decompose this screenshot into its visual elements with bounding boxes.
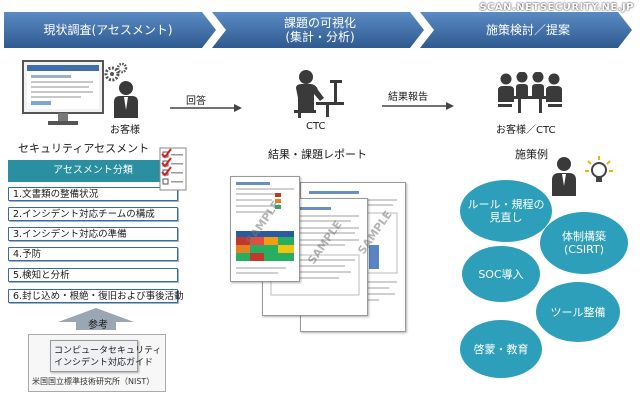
answer-label: 回答: [186, 96, 206, 107]
ctc-label: CTC: [306, 121, 326, 132]
gears-icon: [104, 62, 128, 82]
report-page-front: [230, 176, 300, 282]
bubble-csirt: 体制構築 (CSIRT): [540, 212, 628, 274]
categories-header: アセスメント分類: [8, 160, 178, 182]
report-page-middle-content: [270, 207, 360, 296]
bubble-rules: ルール・規程の 見直し: [460, 180, 552, 242]
report-flow-label: 結果報告: [388, 92, 428, 103]
monitor-icon: [22, 60, 104, 125]
meeting-group-icon: [498, 72, 562, 113]
reference-arrow: [58, 308, 134, 330]
nist-label: 米国国立標準技術研究所（NIST）: [32, 377, 155, 386]
guide-title-line2: インシデント対応ガイド: [54, 358, 154, 368]
guide-title-line1: コンピュータセキュリティ: [54, 346, 162, 356]
phase-arrow-2: [212, 12, 424, 48]
bubble-tools: ツール整備: [536, 282, 620, 342]
guide-cover: [50, 340, 138, 372]
phase-visualization: 課題の可視化 (集計・分析): [283, 16, 356, 44]
reference-label: 参考: [88, 320, 108, 331]
checklist-icon: [159, 147, 187, 191]
category-item: 5.検知と分析: [8, 268, 178, 282]
customer-label: お客様: [110, 125, 140, 136]
measures-label: 施策例: [515, 148, 548, 161]
phase-banner: [4, 12, 632, 48]
presenter-icon: [552, 157, 576, 196]
watermark: SCAN.NETSECURITY.NE.JP: [479, 2, 634, 13]
category-item: 1.文書類の整備状況: [8, 187, 178, 201]
category-item: 4.予防: [8, 247, 178, 261]
customer-ctc-label: お客様／CTC: [496, 125, 556, 136]
report-label: 結果・課題レポート: [268, 148, 367, 161]
report-arrow: [382, 102, 454, 110]
category-item: 3.インシデント対応の準備: [8, 227, 178, 241]
phase-arrow-3: [420, 12, 632, 48]
phase-arrow-1: [4, 12, 216, 48]
phase-proposal: 施策検討／提案: [485, 23, 570, 37]
category-item: 6.封じ込め・根絶・復旧および事後活動: [8, 289, 184, 303]
report-page-front-content: [236, 182, 294, 274]
bubble-soc: SOC導入: [462, 246, 540, 302]
customer-person-icon: [114, 81, 138, 118]
assessment-label: セキュリティアセスメント: [18, 142, 150, 155]
bubble-education: 啓蒙・教育: [460, 320, 542, 378]
lightbulb-icon: [585, 156, 613, 182]
ctc-person-icon: [294, 70, 344, 118]
category-item: 2.インシデント対応チームの構成: [8, 207, 178, 221]
phase-assessment: 現状調査(アセスメント): [43, 23, 173, 37]
answer-arrow: [170, 104, 242, 112]
